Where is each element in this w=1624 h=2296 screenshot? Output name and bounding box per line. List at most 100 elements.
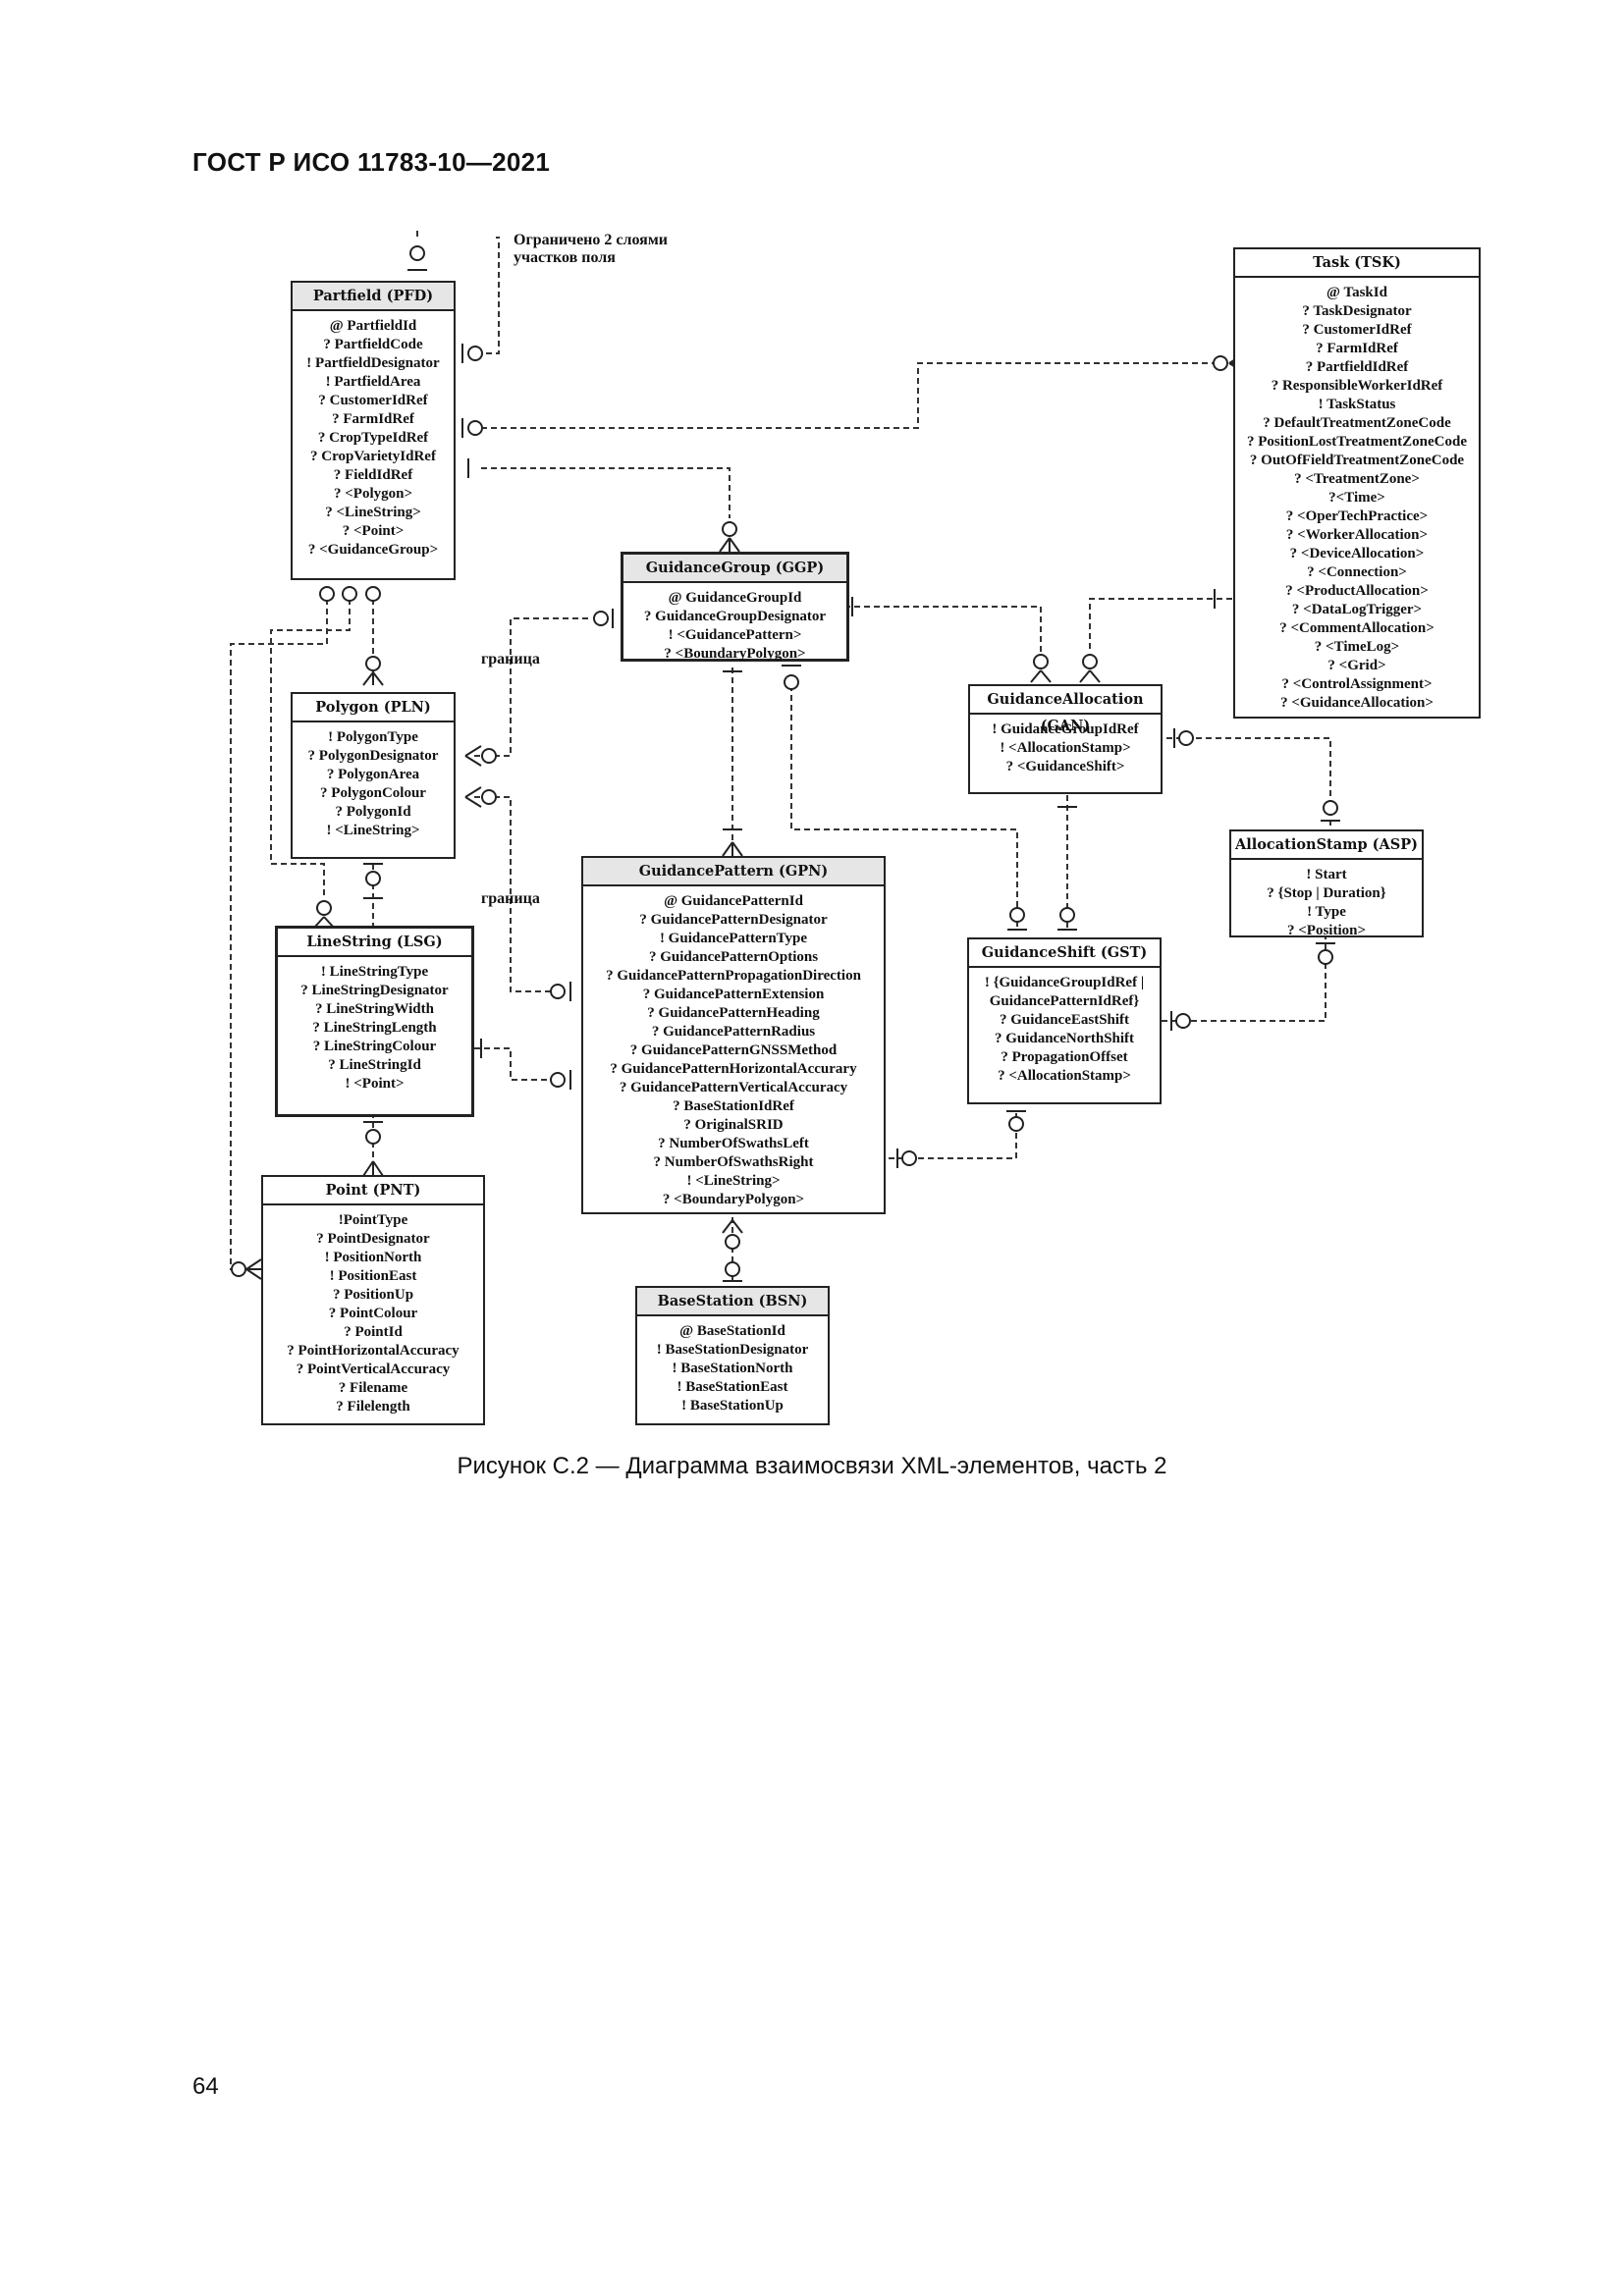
note-label: Ограничено 2 слоями участков поля	[514, 232, 668, 267]
attribute: ? PolygonId	[335, 804, 411, 820]
attribute: ! Type	[1307, 904, 1346, 920]
link-polygon-ggp	[474, 617, 589, 757]
attribute: ? PropagationOffset	[1001, 1049, 1128, 1065]
attribute: ? GuidancePatternVerticalAccuracy	[619, 1080, 848, 1095]
attribute: ! <Point>	[345, 1076, 405, 1092]
attribute: ? PartfieldCode	[323, 337, 423, 352]
boundary-label-2: граница	[481, 890, 540, 907]
attribute: ! PartfieldDesignator	[306, 355, 440, 371]
link-task-gan	[1089, 598, 1232, 653]
attribute: ! Start	[1306, 867, 1347, 882]
attribute-list: ! PolygonType ? PolygonDesignator ? Poly…	[293, 722, 454, 840]
attribute: ? GuidancePatternPropagationDirection	[606, 968, 861, 984]
entity-title: GuidanceShift (GST)	[969, 939, 1160, 968]
attribute: ? <ControlAssignment>	[1281, 676, 1433, 692]
attribute: ? <OperTechPractice>	[1285, 508, 1429, 524]
note-line-1: Ограничено 2 слоями	[514, 232, 668, 248]
attribute: ? GuidanceNorthShift	[994, 1031, 1135, 1046]
attribute: ? GuidancePatternHeading	[647, 1005, 820, 1021]
attribute: ! BaseStationEast	[677, 1379, 788, 1395]
entity-title: LineString (LSG)	[278, 929, 471, 957]
attribute-list: @ BaseStationId ! BaseStationDesignator …	[637, 1316, 828, 1415]
attribute: ? <GuidanceGroup>	[307, 542, 439, 558]
attribute: ? LineStringWidth	[314, 1001, 434, 1017]
attribute: ? <Connection>	[1307, 564, 1407, 580]
entity-task: Task (TSK) @ TaskId ? TaskDesignator ? C…	[1233, 247, 1481, 719]
attribute: ? <Grid>	[1327, 658, 1386, 673]
attribute: ! PositionEast	[329, 1268, 417, 1284]
link-gan-asp	[1166, 737, 1331, 829]
attribute-list: ! LineStringType ? LineStringDesignator …	[278, 957, 471, 1094]
attribute: ? BaseStationIdRef	[673, 1098, 794, 1114]
attribute: ! PolygonType	[328, 729, 418, 745]
entity-title: Partfield (PFD)	[293, 283, 454, 311]
attribute: ? NumberOfSwathsRight	[653, 1154, 814, 1170]
attribute: ! GuidancePatternType	[659, 931, 808, 946]
attribute: ! <GuidancePattern>	[668, 627, 802, 643]
attribute-list: ! {GuidanceGroupIdRef | GuidancePatternI…	[969, 968, 1160, 1086]
attribute: ! PartfieldArea	[325, 374, 421, 390]
attribute: GuidancePatternIdRef}	[989, 993, 1140, 1009]
entity-title: GuidanceGroup (GGP)	[623, 555, 846, 583]
link-ggp-gst	[790, 675, 1018, 928]
entity-guidance-group: GuidanceGroup (GGP) @ GuidanceGroupId ? …	[621, 552, 849, 662]
attribute: ? <CommentAllocation>	[1279, 620, 1435, 636]
entity-title: Polygon (PLN)	[293, 694, 454, 722]
link-partfield-point	[230, 589, 328, 1270]
attribute: ! <LineString>	[326, 823, 420, 838]
attribute: ? PointDesignator	[316, 1231, 430, 1247]
attribute: ? CustomerIdRef	[1302, 322, 1412, 338]
attribute: ?<Time>	[1328, 490, 1385, 506]
attribute: ? NumberOfSwathsLeft	[658, 1136, 809, 1151]
attribute-list: @ PartfieldId ? PartfieldCode ! Partfiel…	[293, 311, 454, 560]
attribute: ! {GuidanceGroupIdRef |	[984, 975, 1145, 990]
attribute: ! BaseStationUp	[681, 1398, 784, 1414]
attribute-list: !PointType ? PointDesignator ! PositionN…	[263, 1205, 483, 1416]
attribute: ! <AllocationStamp>	[1000, 740, 1131, 756]
attribute-list: ! GuidanceGroupIdRef ! <AllocationStamp>…	[970, 715, 1161, 776]
attribute: ? <ProductAllocation>	[1285, 583, 1429, 599]
attribute: ? LineStringId	[328, 1057, 421, 1073]
attribute: ? TaskDesignator	[1302, 303, 1412, 319]
attribute: ? GuidancePatternExtension	[642, 987, 825, 1002]
link-ggp-gan	[844, 606, 1042, 653]
entity-allocation-stamp: AllocationStamp (ASP) ! Start ? {Stop | …	[1229, 829, 1424, 938]
entity-guidance-allocation: GuidanceAllocation (GAN) ! GuidanceGroup…	[968, 684, 1163, 794]
attribute: ? GuidancePatternRadius	[651, 1024, 816, 1040]
attribute: ? Filename	[338, 1380, 408, 1396]
attribute: ? PolygonArea	[326, 767, 420, 782]
attribute: ? PositionUp	[332, 1287, 414, 1303]
attribute: ? GuidanceEastShift	[999, 1012, 1130, 1028]
attribute: ? GuidancePatternDesignator	[639, 912, 828, 928]
page-number: 64	[192, 2073, 219, 2100]
attribute: ? GuidancePatternOptions	[648, 949, 819, 965]
attribute-list: @ GuidancePatternId ? GuidancePatternDes…	[583, 886, 884, 1209]
entity-partfield: Partfield (PFD) @ PartfieldId ? Partfiel…	[291, 281, 456, 580]
link-task-partfieldref	[481, 467, 731, 518]
attribute: ? <TimeLog>	[1314, 639, 1400, 655]
attribute: ? <WorkerAllocation>	[1285, 527, 1429, 543]
attribute: ? PointColour	[328, 1306, 418, 1321]
entity-title: Task (TSK)	[1235, 249, 1479, 278]
figure-caption: Рисунок С.2 — Диаграмма взаимосвязи XML-…	[457, 1453, 1167, 1479]
attribute: ? <AllocationStamp>	[998, 1068, 1131, 1084]
entity-title: AllocationStamp (ASP)	[1231, 831, 1422, 860]
attribute: ? LineStringLength	[312, 1020, 437, 1036]
attribute: ? LineStringColour	[312, 1039, 437, 1054]
attribute: ? GuidancePatternGNSSMethod	[629, 1042, 838, 1058]
entity-title: GuidanceAllocation (GAN)	[970, 686, 1161, 734]
boundary-label-1: граница	[481, 651, 540, 667]
attribute: ? PointId	[344, 1324, 403, 1340]
attribute: ? FieldIdRef	[333, 467, 413, 483]
link-partfield-linestring	[270, 589, 351, 898]
attribute-list: @ GuidanceGroupId ? GuidanceGroupDesigna…	[623, 583, 846, 664]
attribute: @ GuidanceGroupId	[668, 590, 802, 606]
attribute: ? <BoundaryPolygon>	[662, 1192, 805, 1207]
attribute: ? PolygonDesignator	[307, 748, 439, 764]
document-header: ГОСТ Р ИСО 11783-10—2021	[192, 147, 551, 177]
attribute: ? ResponsibleWorkerIdRef	[1271, 378, 1443, 394]
link-gst-asp	[1162, 937, 1326, 1022]
entity-polygon: Polygon (PLN) ! PolygonType ? PolygonDes…	[291, 692, 456, 859]
attribute: ? <DeviceAllocation>	[1289, 546, 1425, 561]
attribute: ? <DataLogTrigger>	[1291, 602, 1423, 617]
